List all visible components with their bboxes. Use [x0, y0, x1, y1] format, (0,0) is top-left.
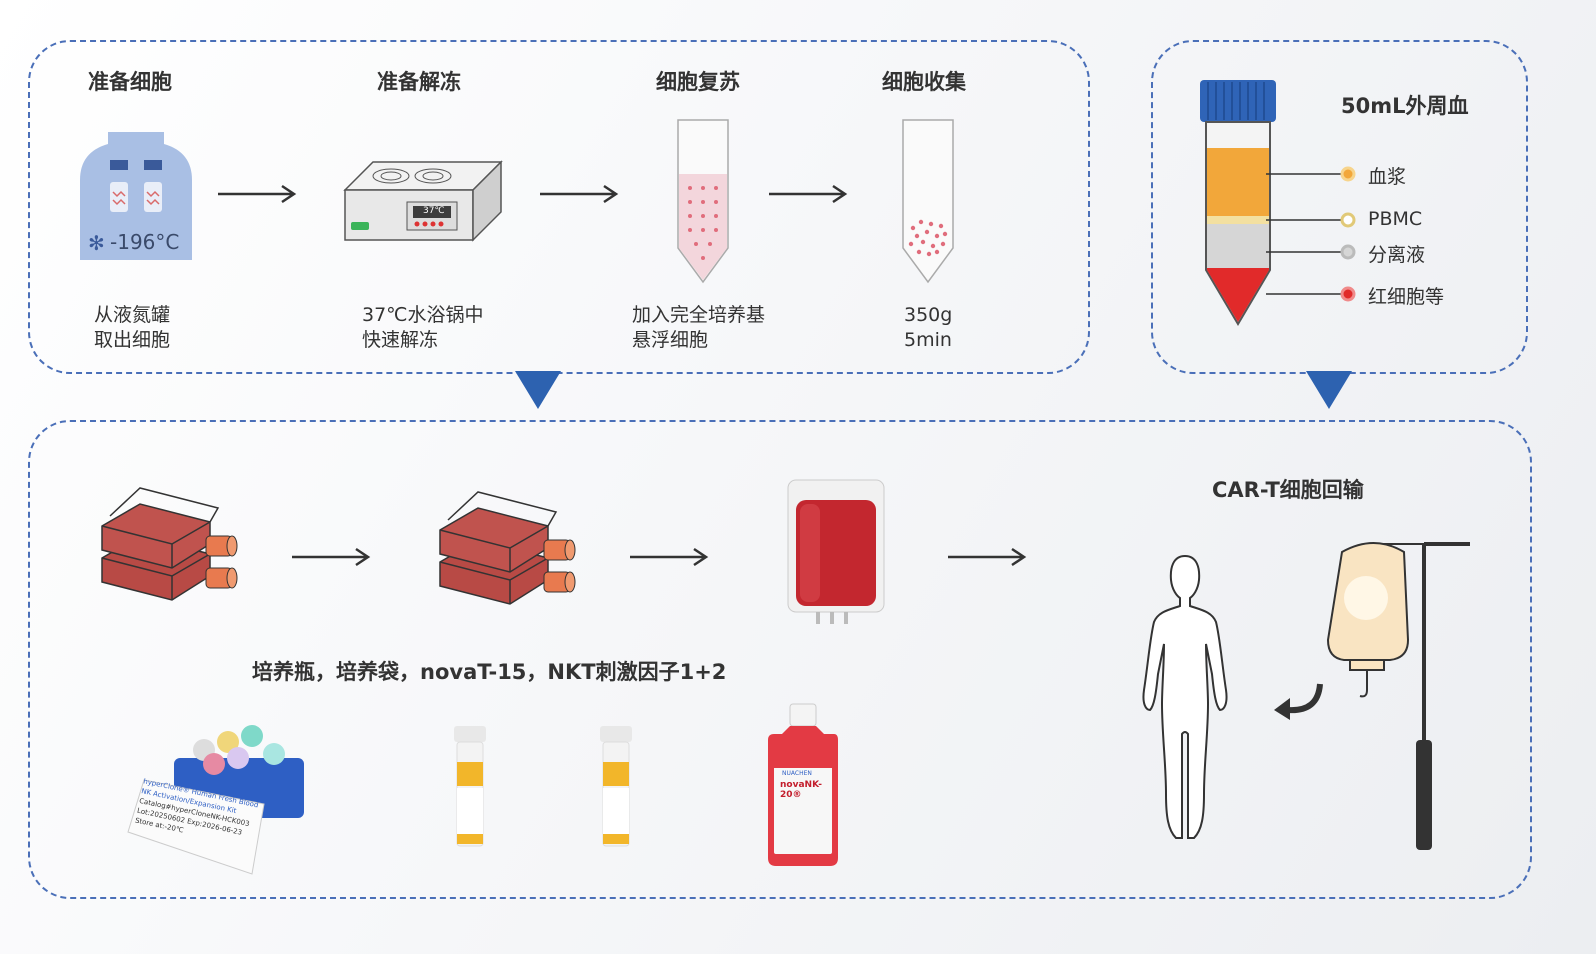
down-arrow-right: [1306, 371, 1352, 409]
step-title-prepare-thaw: 准备解冻: [377, 70, 461, 94]
liquid-nitrogen-tank-icon: ✻ -196°C: [80, 130, 192, 260]
arrow-step2-to-step3: [540, 184, 619, 204]
human-body-icon: [1140, 554, 1230, 840]
blood-legend-lines: [1266, 166, 1356, 302]
blood-title: 50mL外周血: [1341, 94, 1469, 118]
culture-materials-caption: 培养瓶，培养袋，novaT-15，NKT刺激因子1+2: [252, 660, 727, 684]
legend-red-cells: 红细胞等: [1368, 286, 1445, 308]
tube-cell-pellet-icon: [901, 118, 955, 284]
step-title-cell-collection: 细胞收集: [882, 70, 966, 94]
down-arrow-left: [515, 371, 561, 409]
svg-text:✻: ✻: [88, 231, 105, 255]
tube-suspended-cells-icon: [676, 118, 730, 284]
legend-separation-fluid: 分离液: [1368, 244, 1426, 266]
water-bath-icon: 37℃: [343, 160, 503, 242]
culture-flask-stack-1: [100, 486, 240, 604]
curved-return-arrow-icon: [1274, 683, 1323, 720]
culture-flask-stack-2: [438, 490, 578, 608]
arrow-step1-to-step2: [218, 184, 297, 204]
arrow-flask-to-flask: [292, 547, 371, 567]
water-bath-temp-display: 37℃: [423, 206, 445, 216]
legend-pbmc: PBMC: [1368, 208, 1423, 230]
arrow-flask-to-bag: [630, 547, 709, 567]
reinfusion-title: CAR-T细胞回输: [1212, 478, 1364, 502]
arrow-bag-to-reinfusion: [948, 547, 1027, 567]
culture-bag-icon: [786, 478, 886, 628]
culture-reinfusion-panel: [28, 420, 1532, 899]
caption-prepare-thaw: 37℃水浴锅中快速解冻: [362, 304, 484, 351]
novank-20-medium-bottle: NUACHEN novaNK-20®: [768, 703, 838, 866]
nkt-factor-tube: [600, 726, 632, 848]
novat-15-tube: [454, 726, 486, 848]
tank-temperature-label: -196°C: [110, 230, 180, 254]
nk-expansion-kit-product: hyperClone® Human Fresh Blood NK Activat…: [124, 724, 314, 884]
bottle-brand-label: NUACHEN: [782, 770, 812, 777]
arrow-step3-to-step4: [769, 184, 848, 204]
blood-separation-tube-icon: [1198, 80, 1278, 326]
caption-cell-recovery: 加入完全培养基悬浮细胞: [632, 304, 766, 351]
legend-plasma: 血浆: [1368, 166, 1407, 188]
bottle-product-label: novaNK-20®: [780, 780, 822, 800]
step-title-cell-recovery: 细胞复苏: [656, 70, 740, 94]
iv-drip-stand-icon: [1324, 540, 1474, 854]
caption-prepare-cells: 从液氮罐取出细胞: [94, 304, 171, 351]
step-title-prepare-cells: 准备细胞: [88, 70, 172, 94]
